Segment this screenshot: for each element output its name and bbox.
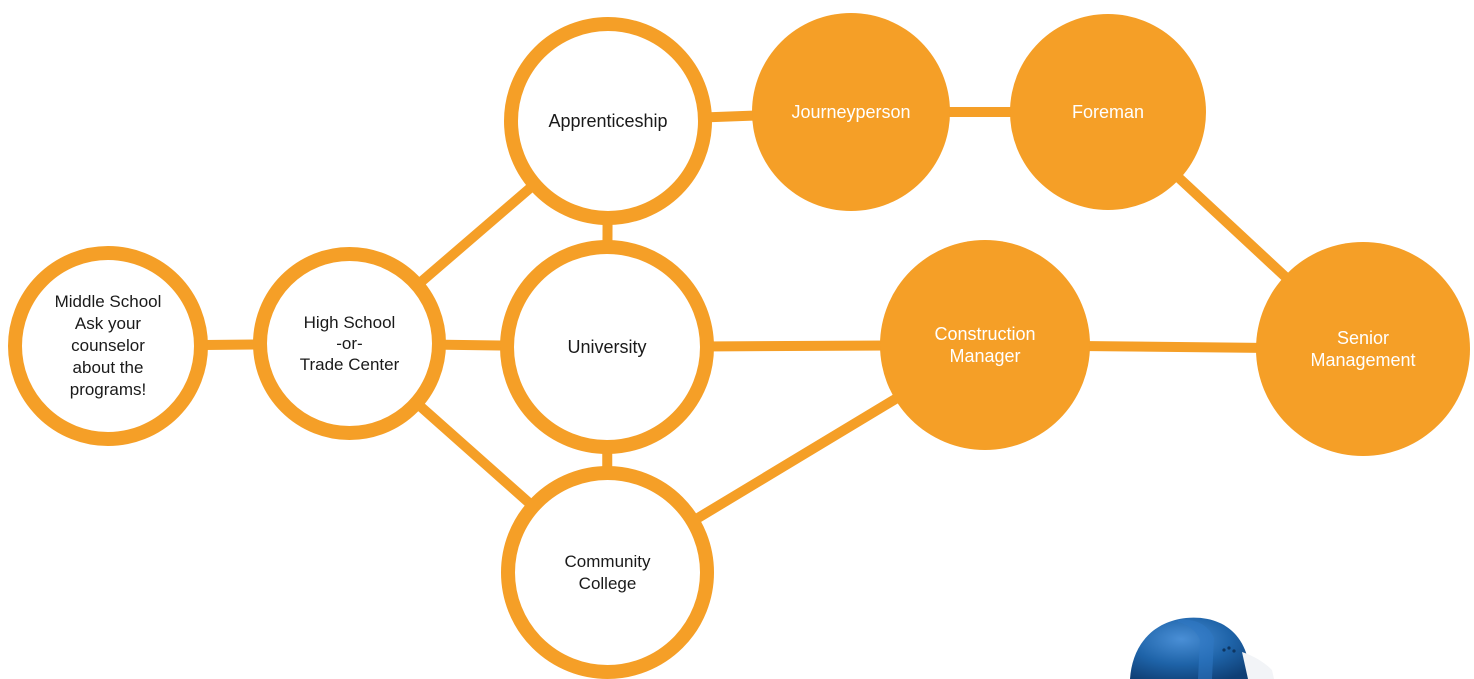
node-community-college: Community College [501,466,714,679]
node-senior-management: Senior Management [1256,242,1470,456]
node-middle-school-line-1: Middle School [54,291,162,311]
node-apprenticeship-label: Apprenticeship [548,110,668,131]
node-journeyperson: Journeyperson [752,13,950,211]
node-foreman-label: Foreman [1071,101,1145,122]
node-community-college-line-1: Community [564,552,651,572]
node-construction-manager-line-2: Manager [949,346,1021,366]
node-apprenticeship: Apprenticeship [504,17,712,225]
node-high-school-line-2: -or- [336,333,363,353]
node-senior-management-line-2: Management [1310,350,1416,370]
node-high-school-line-1: High School [303,312,396,332]
node-middle-school-line-4: about the [72,358,144,378]
node-middle-school: Middle School Ask your counselor about t… [8,246,208,446]
node-middle-school-line-5: programs! [69,380,147,400]
node-high-school-line-3: Trade Center [299,355,400,375]
node-middle-school-line-2: Ask your [74,313,142,333]
node-high-school: High School -or- Trade Center [253,247,446,440]
node-construction-manager: Construction Manager [880,240,1090,450]
node-construction-manager-line-1: Construction [934,323,1036,344]
hard-hat-icon [1130,617,1274,679]
node-journeyperson-label: Journeyperson [791,101,911,122]
node-university-label: University [567,336,647,357]
node-middle-school-line-3: counselor [71,335,145,355]
node-foreman: Foreman [1010,14,1206,210]
node-senior-management-line-1: Senior [1336,327,1390,348]
node-community-college-line-2: College [578,573,637,593]
node-university: University [500,240,714,454]
